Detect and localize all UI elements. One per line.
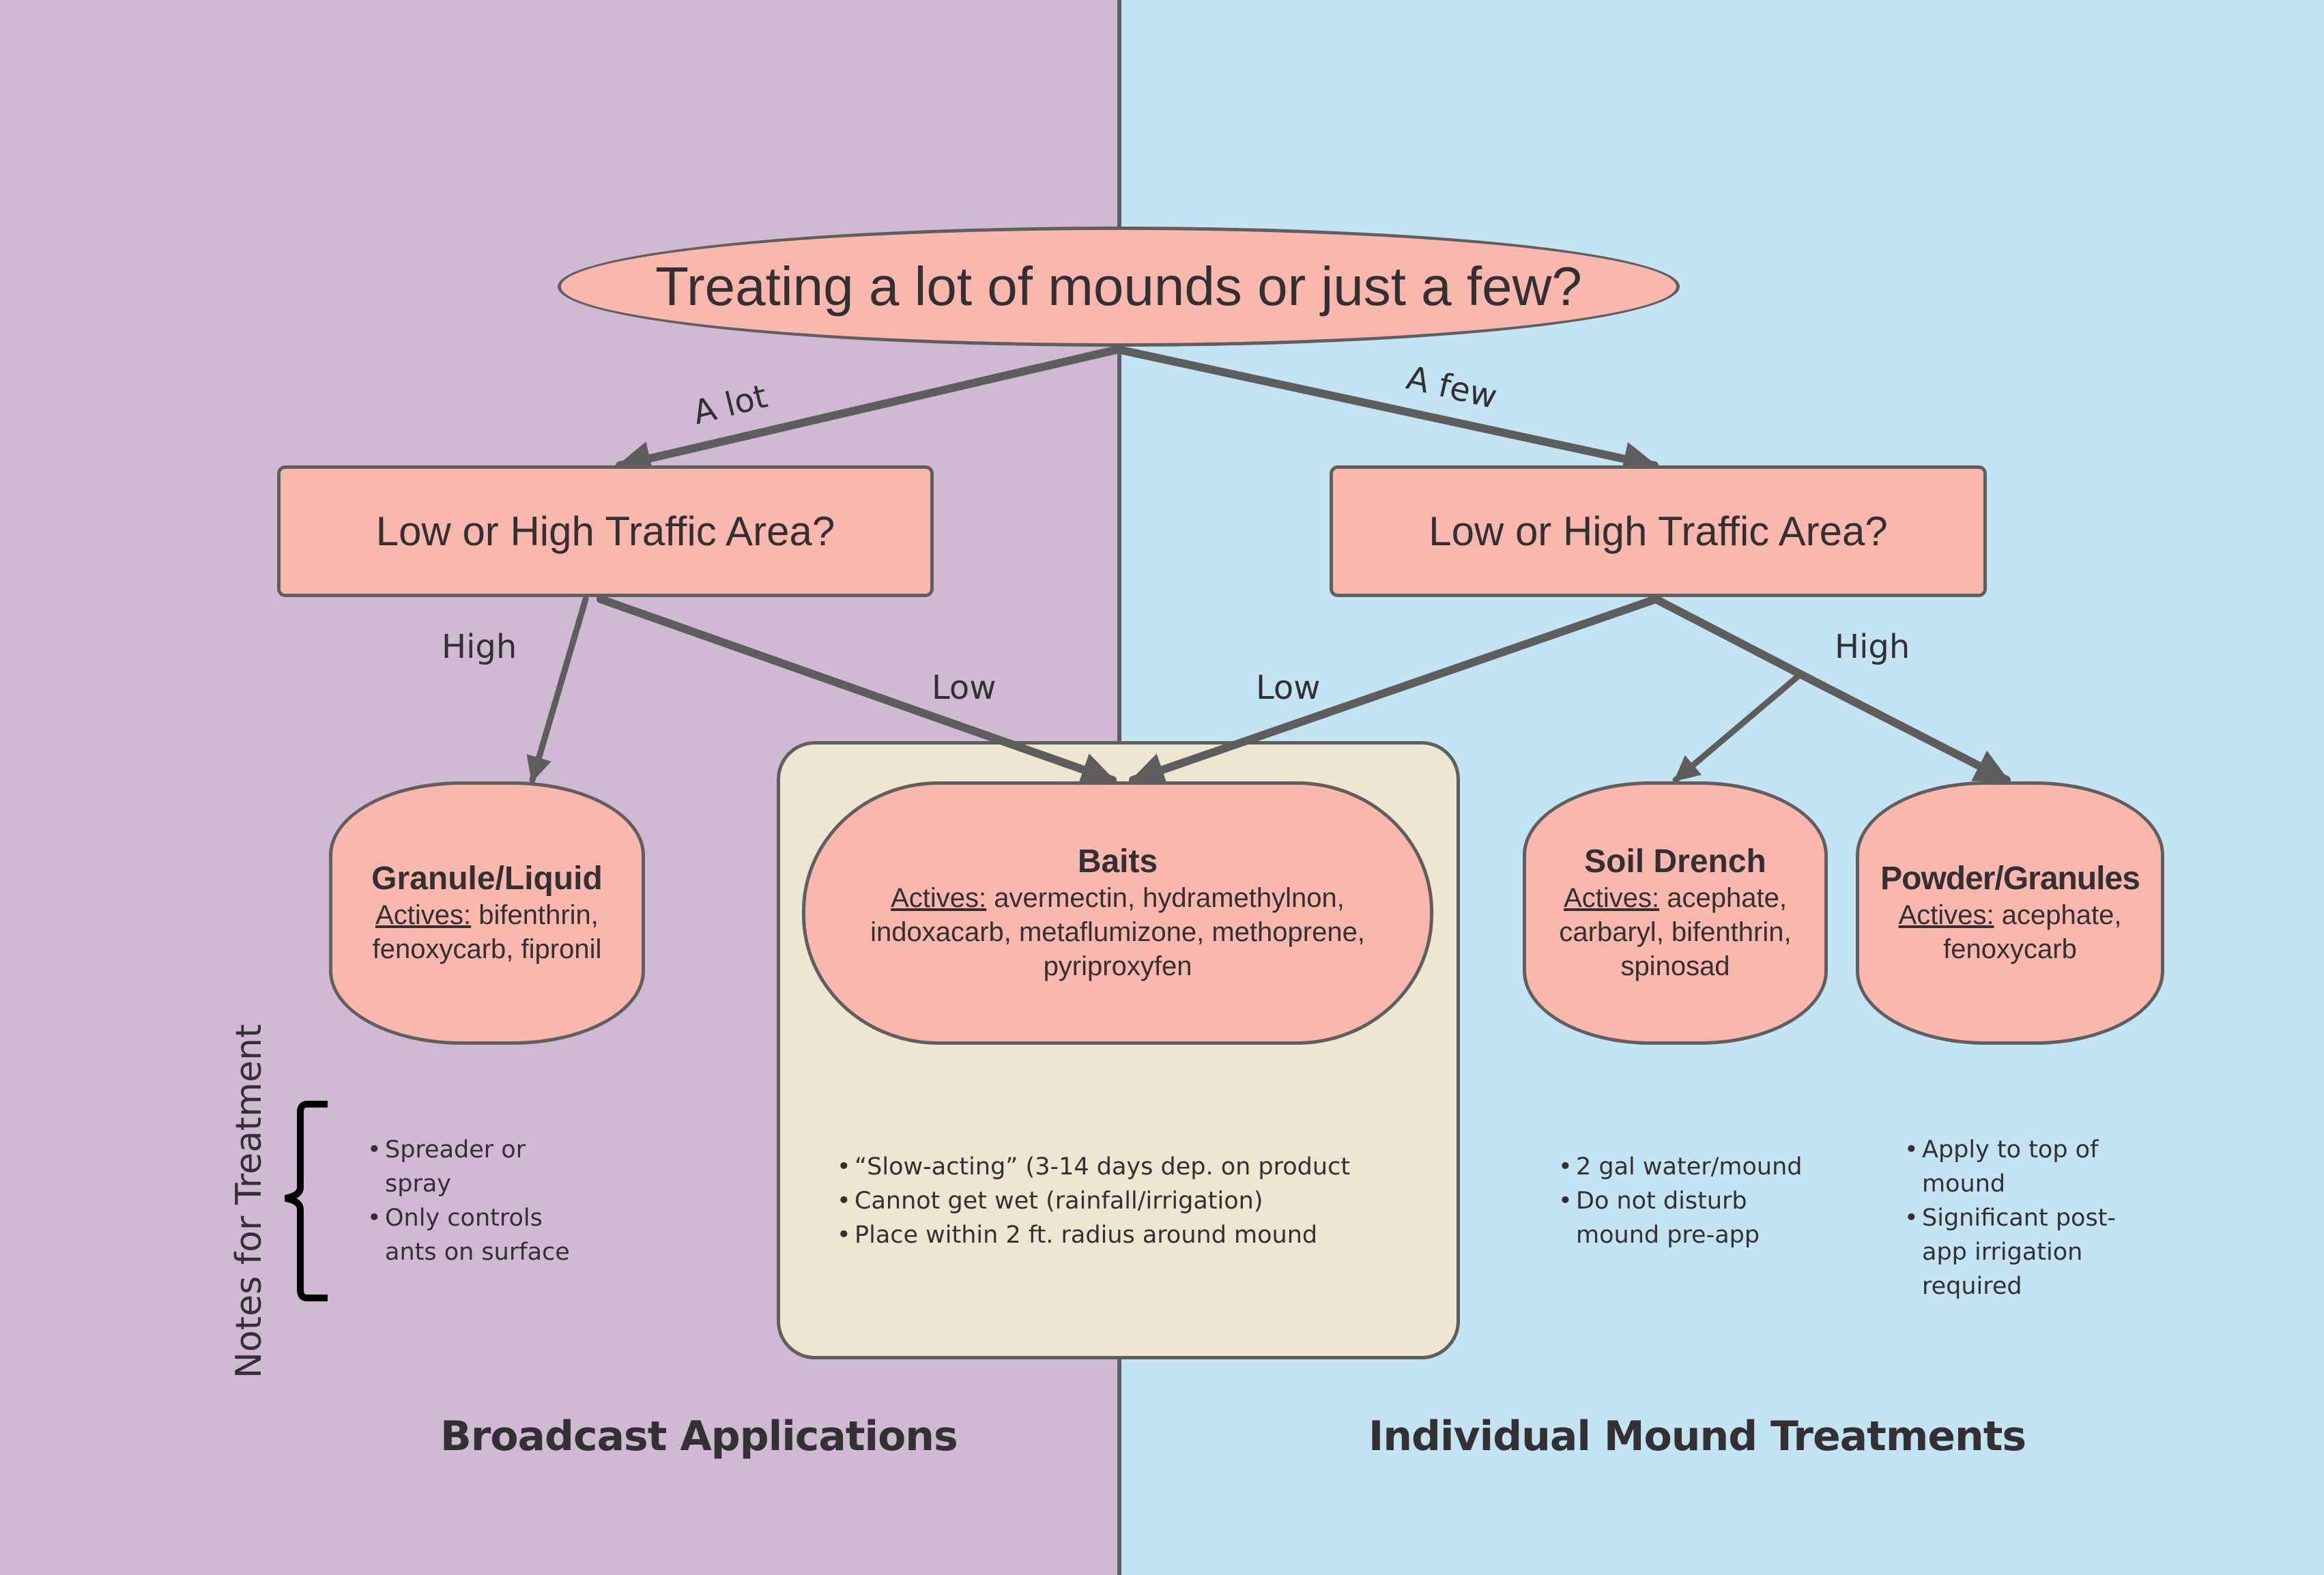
edge-right-low [1129, 595, 1660, 786]
treatment-title: Soil Drench [1584, 843, 1766, 880]
notes-baits: “Slow-acting” (3-14 days dep. on product… [837, 1150, 1424, 1252]
edge-a-lot [616, 345, 1122, 476]
edge-left-high [526, 596, 589, 783]
traffic-decision-left: Low or High Traffic Area? [277, 465, 934, 597]
notes-for-treatment-label: Notes for Treatment [229, 1024, 270, 1378]
root-question-node: Treating a lot of mounds or just a few? [558, 227, 1680, 347]
treatment-actives: Actives: acephate, fenoxycarb [1884, 898, 2136, 966]
actives-list: bifenthrin, fenoxycarb, fipronil [372, 900, 602, 964]
note-item: 2 gal water/mound [1558, 1150, 1818, 1184]
note-item: Spreader or spray [367, 1133, 599, 1201]
treatment-actives: Actives: bifenthrin, fenoxycarb, fiproni… [354, 898, 620, 966]
note-item: Place within 2 ft. radius around mound [837, 1218, 1424, 1252]
note-item: Cannot get wet (rainfall/irrigation) [837, 1184, 1424, 1218]
edge-right-high-powder [1796, 670, 2011, 784]
actives-label: Actives: [891, 883, 987, 913]
traffic-decision-right: Low or High Traffic Area? [1330, 465, 1987, 597]
note-item: “Slow-acting” (3-14 days dep. on product [837, 1150, 1424, 1184]
curly-brace-icon [284, 1101, 328, 1301]
section-title-broadcast: Broadcast Applications [440, 1413, 958, 1460]
note-item: Only controls ants on surface [367, 1201, 599, 1269]
treatment-title: Powder/Granules [1880, 861, 2140, 897]
treatment-granule-liquid: Granule/Liquid Actives: bifenthrin, feno… [329, 781, 645, 1045]
traffic-decision-right-text: Low or High Traffic Area? [1429, 508, 1888, 554]
actives-label: Actives: [375, 900, 472, 930]
treatment-baits: Baits Actives: avermectin, hydramethylno… [802, 781, 1433, 1045]
edge-right-high-soil [1672, 671, 1804, 783]
treatment-title: Baits [1077, 843, 1158, 880]
edge-label-left-high: High [442, 628, 517, 666]
treatment-actives: Actives: acephate, carbaryl, bifenthrin,… [1549, 881, 1802, 983]
edge-label-right-low: Low [1256, 669, 1321, 707]
actives-list: acephate, fenoxycarb [1943, 900, 2122, 964]
edge-label-left-low: Low [932, 669, 996, 707]
treatment-actives: Actives: avermectin, hydramethylnon, ind… [852, 881, 1384, 983]
treatment-title: Granule/Liquid [371, 861, 603, 897]
notes-powder-granules: Apply to top of mound Significant post-a… [1904, 1133, 2129, 1303]
note-item: Do not disturb mound pre-app [1558, 1184, 1818, 1252]
treatment-powder-granules: Powder/Granules Actives: acephate, fenox… [1856, 781, 2164, 1045]
actives-label: Actives: [1564, 883, 1660, 913]
actives-list: acephate, carbaryl, bifenthrin, spinosad [1559, 883, 1792, 981]
section-title-individual: Individual Mound Treatments [1368, 1413, 2026, 1460]
note-item: Apply to top of mound [1904, 1133, 2129, 1201]
edge-left-low [597, 595, 1117, 786]
actives-list: avermectin, hydramethylnon, indoxacarb, … [870, 883, 1365, 981]
edge-a-few [1114, 345, 1659, 476]
note-item: Significant post-app irrigation required [1904, 1201, 2129, 1303]
root-question-text: Treating a lot of mounds or just a few? [655, 256, 1582, 317]
notes-soil-drench: 2 gal water/mound Do not disturb mound p… [1558, 1150, 1818, 1252]
edge-right-high-trunk [1652, 595, 1805, 678]
notes-granule-liquid: Spreader or spray Only controls ants on … [367, 1133, 599, 1269]
treatment-soil-drench: Soil Drench Actives: acephate, carbaryl,… [1523, 781, 1828, 1045]
edge-label-right-high: High [1835, 628, 1910, 666]
actives-label: Actives: [1898, 900, 1994, 930]
traffic-decision-left-text: Low or High Traffic Area? [375, 508, 835, 554]
